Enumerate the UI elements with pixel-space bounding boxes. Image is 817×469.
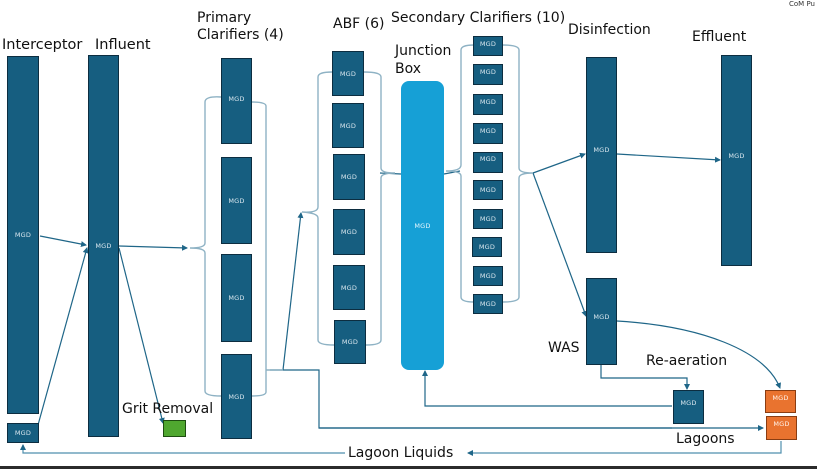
was-node[interactable]: MGD [586,278,617,365]
primary-clarifier-4[interactable]: MGD [221,354,252,439]
bottom-border [0,466,817,469]
re-aeration-node[interactable]: MGD [673,390,704,424]
grit-removal-label: Grit Removal [122,401,214,417]
flow-primary-to-abf [282,212,304,371]
primary-clarifier-1[interactable]: MGD [221,58,252,144]
flow-junction-to-secondary [443,170,461,175]
secondary-clarifier-2[interactable]: MGD [473,64,503,85]
influent-flow-value: MGD [95,242,112,250]
primary-clarifiers-label-line2: Clarifiers (4) [197,27,284,43]
re-aeration-label: Re-aeration [646,353,728,369]
primary-clarifier-2[interactable]: MGD [221,157,252,244]
effluent-flow-value: MGD [728,152,745,160]
junction-box-value: MGD [414,221,431,230]
flow-lagoon-return-right [467,441,782,456]
primary-clarifier-3[interactable]: MGD [221,254,252,342]
primary-clarifier-1-value: MGD [228,95,245,103]
flow-secondary-to-disinfection [532,152,586,174]
flow-lagoon-return-left [20,444,345,454]
lagoon-liquids-label: Lagoon Liquids [348,445,454,461]
disinfection-node[interactable]: MGD [586,57,617,253]
secondary-right-bracket [502,44,534,303]
abf-label: ABF (6) [333,16,385,32]
junction-box-label-line1: Junction [395,43,452,59]
flow-was-to-lagoon [616,320,781,389]
flow-disinfection-to-effluent [616,153,721,163]
secondary-clarifier-7-value: MGD [479,215,497,223]
grit-removal-node[interactable] [163,420,186,437]
influent-label: Influent [95,37,151,53]
secondary-clarifier-5-value: MGD [479,155,497,163]
abf-4-value: MGD [340,228,358,236]
abf-2-value: MGD [339,121,357,130]
secondary-left-bracket [445,44,475,303]
primary-left-bracket [189,96,222,397]
lagoon-node-bottom[interactable]: MGD [766,416,797,440]
primary-clarifier-3-value: MGD [228,294,245,302]
lagoons-label: Lagoons [676,431,735,447]
abf-6-value: MGD [341,338,359,346]
corner-label: CoM Pu [789,0,815,8]
secondary-clarifier-9-value: MGD [479,272,497,280]
abf-4[interactable]: MGD [333,209,365,255]
abf-6[interactable]: MGD [334,320,366,364]
interceptor-label: Interceptor [2,37,83,53]
junction-box-label-line2: Box [395,61,422,77]
abf-1[interactable]: MGD [332,51,364,96]
junction-box-node[interactable]: MGD [401,81,444,370]
disinfection-label: Disinfection [568,22,651,38]
secondary-clarifier-10[interactable]: MGD [473,294,503,314]
lagoon-bottom-flow-value: MGD [773,420,790,428]
lagoon-top-flow-value: MGD [772,394,789,402]
flow-interceptor-to-influent [39,235,87,247]
secondary-clarifier-1-value: MGD [479,40,497,48]
primary-clarifiers-label-line1: Primary [197,10,252,26]
flow-reaeration-to-junction [422,370,672,407]
flow-secondary-to-was [532,172,588,317]
interceptor-return-node[interactable]: MGD [7,423,39,443]
interceptor-flow-value: MGD [14,231,32,239]
flow-influent-to-grit [118,247,165,424]
secondary-clarifier-8[interactable]: MGD [472,237,502,257]
secondary-clarifier-5[interactable]: MGD [473,152,503,173]
secondary-clarifiers-label: Secondary Clarifiers (10) [391,10,566,26]
disinfection-flow-value: MGD [593,146,610,154]
secondary-clarifier-4-value: MGD [479,127,497,135]
secondary-clarifier-4[interactable]: MGD [473,123,503,144]
interceptor-return-flow-value: MGD [14,429,32,437]
secondary-clarifier-9[interactable]: MGD [473,266,503,286]
primary-clarifier-4-value: MGD [228,392,245,401]
primary-clarifier-2-value: MGD [228,196,245,205]
effluent-label: Effluent [692,29,747,45]
abf-5-value: MGD [340,283,358,292]
secondary-clarifier-8-value: MGD [478,243,496,251]
secondary-clarifier-3[interactable]: MGD [473,94,503,115]
flow-primary-to-junction [270,369,672,429]
influent-node[interactable]: MGD [88,55,119,437]
secondary-clarifier-7[interactable]: MGD [473,209,503,229]
flow-was-to-reaeration [600,364,690,390]
lagoon-node-top[interactable]: MGD [765,390,796,413]
abf-right-bracket [363,71,396,346]
secondary-clarifier-6[interactable]: MGD [473,180,503,200]
abf-left-bracket [301,71,335,346]
was-label: WAS [548,340,580,356]
secondary-clarifier-6-value: MGD [479,186,497,194]
abf-3[interactable]: MGD [333,154,365,200]
interceptor-node[interactable]: MGD [7,56,39,414]
secondary-clarifier-1[interactable]: MGD [473,36,503,56]
abf-2[interactable]: MGD [332,103,364,148]
abf-5[interactable]: MGD [333,265,365,310]
abf-3-value: MGD [340,173,358,181]
re-aeration-flow-value: MGD [680,399,697,407]
effluent-node[interactable]: MGD [721,55,752,266]
abf-1-value: MGD [339,69,357,78]
flow-return-to-influent [37,247,89,426]
primary-right-bracket [251,101,283,397]
secondary-clarifier-3-value: MGD [479,98,497,106]
was-flow-value: MGD [593,313,610,321]
secondary-clarifier-10-value: MGD [479,300,497,308]
secondary-clarifier-2-value: MGD [479,68,497,76]
flow-influent-to-primary [118,244,188,251]
